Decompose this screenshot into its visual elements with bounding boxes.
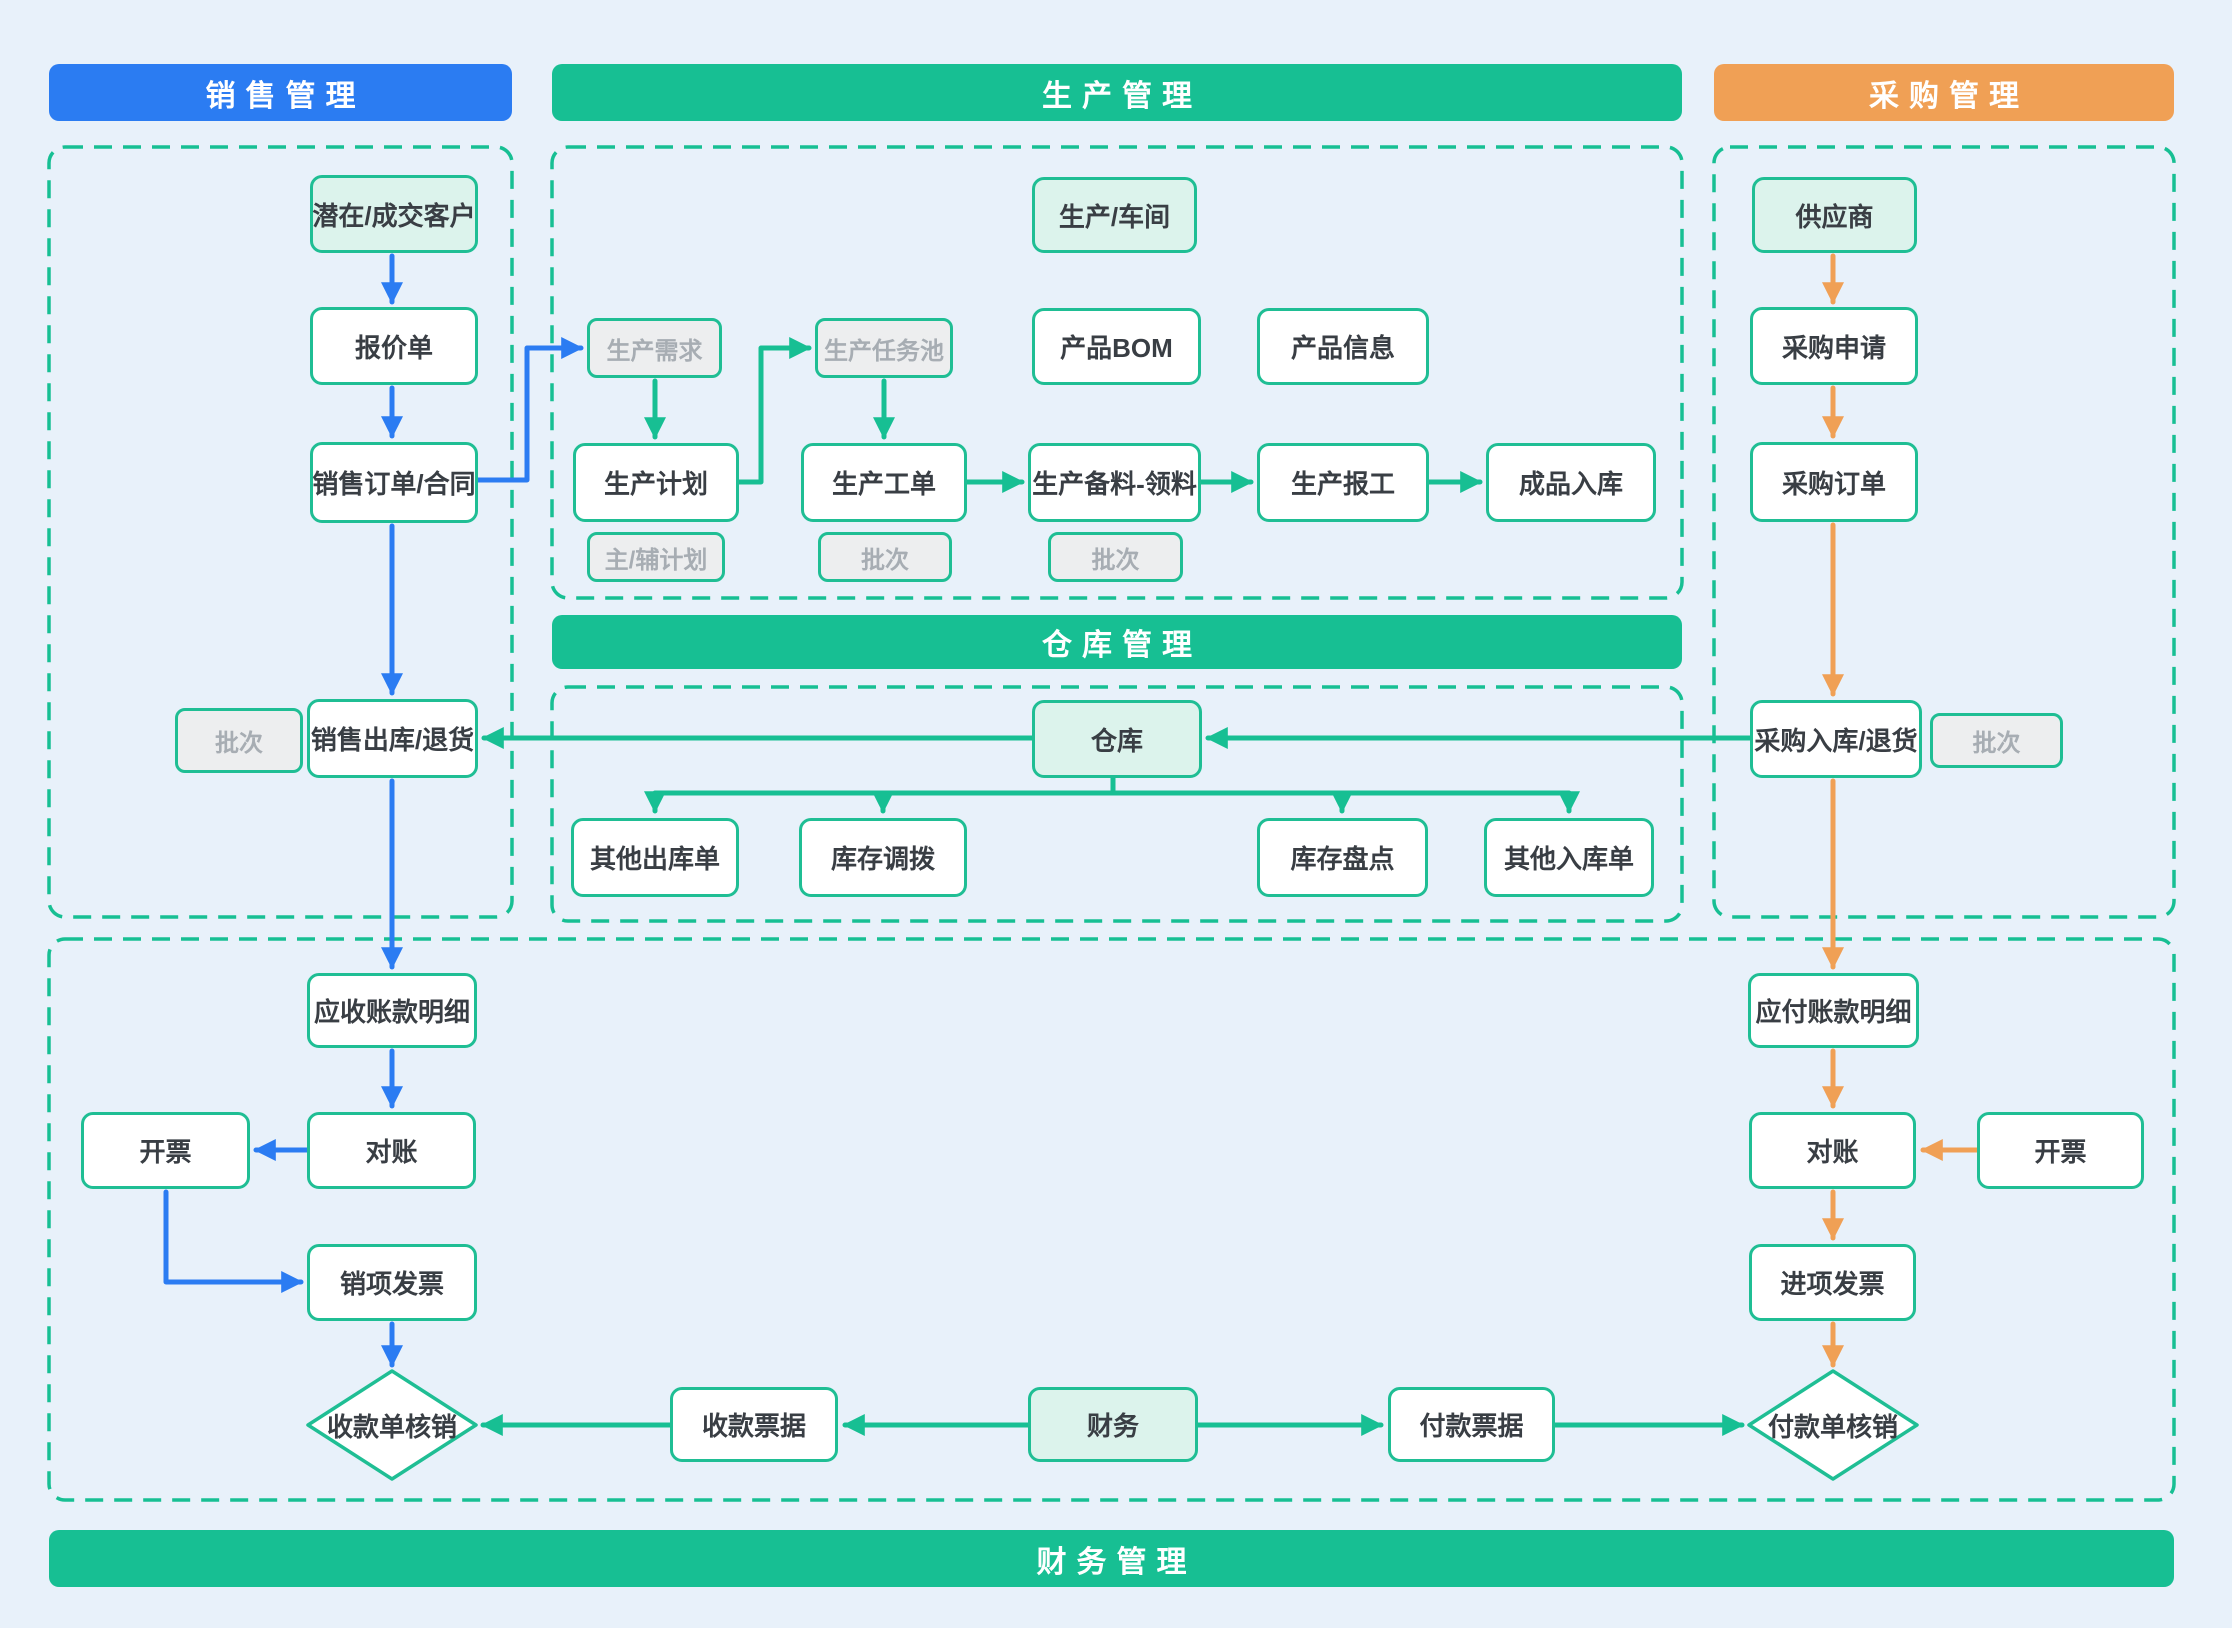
node-sales-invoice: 销项发票: [307, 1244, 477, 1321]
warehouse-section-frame: [550, 685, 1684, 923]
production-section-banner: 生产管理: [552, 64, 1682, 121]
node-purchase-batch: 批次: [1930, 713, 2063, 768]
node-ar-detail: 应收账款明细: [307, 973, 477, 1048]
edge-sales-order-to-prod-demand: [475, 336, 584, 483]
node-product-bom: 产品BOM: [1032, 308, 1201, 385]
receipt-writeoff-diamond: [306, 1369, 478, 1481]
node-stock-count: 库存盘点: [1257, 818, 1428, 897]
node-finance: 财务: [1028, 1387, 1198, 1462]
node-payment-writeoff: 付款单核销: [1767, 1411, 1898, 1442]
node-ar-invoicing: 开票: [81, 1112, 250, 1189]
node-prod-plan: 生产计划: [573, 443, 739, 522]
node-stock-transfer: 库存调拨: [799, 818, 967, 897]
finance-section-frame: [47, 937, 2176, 1502]
edge-ar-invoicing-to-sales-invoice: [163, 1189, 304, 1294]
node-other-inbound: 其他入库单: [1484, 818, 1654, 897]
node-product-info: 产品信息: [1257, 308, 1429, 385]
node-quotation: 报价单: [310, 307, 478, 385]
node-purchase-inbound: 采购入库/退货: [1750, 700, 1922, 778]
edge-prod-plan-to-task-pool: [736, 336, 812, 485]
node-workshop: 生产/车间: [1032, 177, 1197, 253]
node-other-outbound: 其他出库单: [571, 818, 739, 897]
payment-writeoff-diamond: [1747, 1369, 1919, 1481]
procurement-section-frame: [1712, 145, 2176, 919]
node-sales-order: 销售订单/合同: [310, 442, 478, 523]
node-picking-batch: 批次: [1048, 532, 1183, 582]
node-prod-workorder: 生产工单: [801, 443, 967, 522]
sales-section-banner: 销售管理: [49, 64, 512, 121]
node-sales-batch: 批次: [175, 708, 303, 773]
sales-section-frame: [47, 145, 514, 919]
finance-section-banner: 财务管理: [49, 1530, 2174, 1587]
procurement-section-banner: 采购管理: [1714, 64, 2174, 121]
node-supplier: 供应商: [1752, 177, 1917, 253]
node-receipt-note: 收款票据: [670, 1387, 838, 1462]
node-prod-demand: 生产需求: [587, 318, 722, 378]
node-warehouse: 仓库: [1032, 700, 1202, 778]
node-ap-invoicing: 开票: [1977, 1112, 2144, 1189]
node-finished-inbound: 成品入库: [1486, 443, 1656, 522]
node-ap-detail: 应付账款明细: [1748, 973, 1919, 1048]
edge-warehouse-to-stock-transfer: [871, 790, 1116, 814]
node-prod-report: 生产报工: [1257, 443, 1429, 522]
edge-warehouse-to-other-inbound: [1110, 790, 1581, 814]
node-sales-outbound: 销售出库/退货: [307, 699, 478, 778]
warehouse-section-banner: 仓库管理: [552, 615, 1682, 669]
node-purchase-invoice: 进项发票: [1749, 1244, 1916, 1321]
node-workorder-batch: 批次: [818, 532, 952, 582]
node-purchase-order: 采购订单: [1750, 442, 1918, 522]
node-payment-note: 付款票据: [1388, 1387, 1555, 1462]
node-receipt-writeoff: 收款单核销: [326, 1411, 457, 1442]
node-prod-picking: 生产备料-领料: [1028, 443, 1201, 522]
node-main-aux-plan: 主/辅计划: [587, 532, 725, 582]
node-customer: 潜在/成交客户: [310, 175, 478, 253]
node-ap-reconcile: 对账: [1749, 1112, 1916, 1189]
node-prod-task-pool: 生产任务池: [815, 318, 953, 378]
node-purchase-request: 采购申请: [1750, 307, 1918, 385]
edge-warehouse-to-stock-count: [1110, 790, 1354, 814]
node-ar-reconcile: 对账: [307, 1112, 476, 1189]
